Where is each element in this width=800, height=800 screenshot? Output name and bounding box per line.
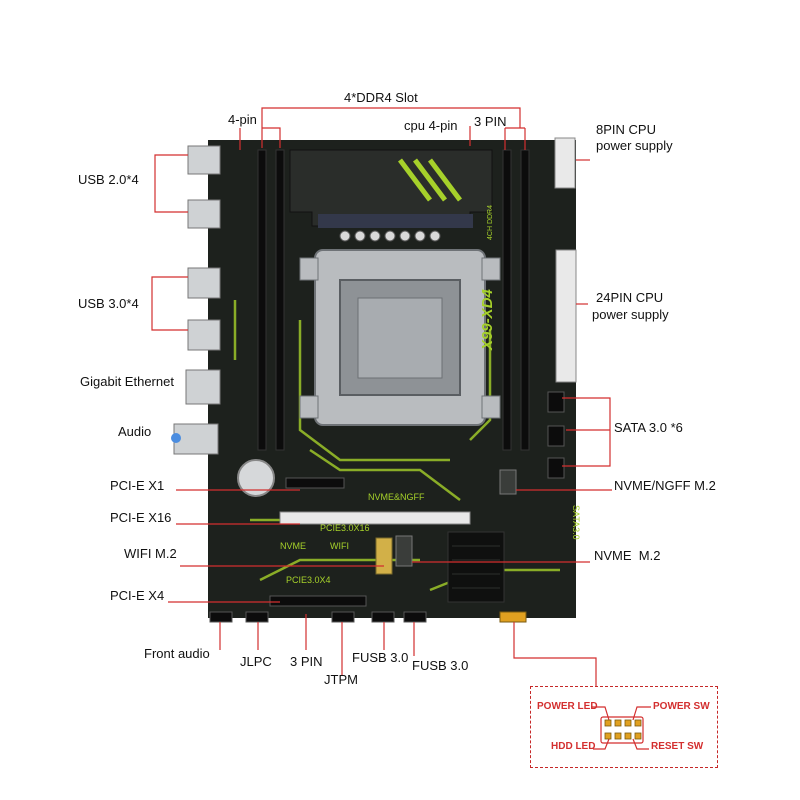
ram-slots <box>257 149 530 451</box>
label-24pin-line1: 24PIN CPU <box>596 290 664 305</box>
legend-reset-sw: RESET SW <box>651 741 704 752</box>
jtpm-header <box>331 611 355 623</box>
label-nvme-ngff: NVME/NGFF M.2 <box>614 478 716 493</box>
chipset-heatsink <box>447 531 505 603</box>
ram-slot-2 <box>275 149 285 451</box>
cpu-8pin-connector <box>554 137 576 189</box>
jlpc-header <box>245 611 269 623</box>
label-ddr4-slot: 4*DDR4 Slot <box>344 90 418 105</box>
audio-jack <box>173 423 219 455</box>
label-pcie-x1: PCI-E X1 <box>110 478 165 493</box>
silkscreen-model: X99-XD4 <box>479 288 496 351</box>
atx-24pin-connector <box>555 249 577 383</box>
front-audio-header <box>209 611 233 623</box>
label-front-audio: Front audio <box>144 646 210 661</box>
usb30-port-2 <box>187 319 221 351</box>
silkscreen-nvme: NVME <box>280 541 306 551</box>
silkscreen-pcie-x4: PCIE3.0X4 <box>286 575 331 585</box>
rear-io <box>171 145 221 455</box>
label-fusb-b: FUSB 3.0 <box>412 658 469 673</box>
leader-lines <box>151 107 612 686</box>
label-gigabit-ethernet: Gigabit Ethernet <box>80 374 174 389</box>
label-fusb-a: FUSB 3.0 <box>352 650 409 665</box>
fusb-header-b <box>403 611 427 623</box>
label-jtpm: JTPM <box>324 672 358 687</box>
label-8pin-cpu-line1: 8PIN CPU <box>596 122 656 137</box>
pcie-x1-slot <box>285 477 345 489</box>
fusb-header-a <box>371 611 395 623</box>
label-3pin-top: 3 PIN <box>474 114 507 129</box>
usb20-port-1 <box>187 145 221 175</box>
vrm-heatsink <box>289 149 493 228</box>
front-panel-pinout: POWER LED POWER SW HDD LED RESET SW <box>530 686 718 768</box>
legend-hdd-led: HDD LED <box>551 741 596 752</box>
ram-slot-3 <box>502 149 512 451</box>
label-pcie-x4: PCI-E X4 <box>110 588 165 603</box>
ethernet-port <box>185 369 221 405</box>
label-nvme-m2: NVME M.2 <box>594 548 661 563</box>
label-wifi-m2: WIFI M.2 <box>124 546 177 561</box>
legend-power-sw: POWER SW <box>653 701 710 712</box>
sata-ports <box>547 391 565 479</box>
silkscreen-pcie-x16: PCIE3.0X16 <box>320 523 370 533</box>
usb30-port-1 <box>187 267 221 299</box>
label-jlpc: JLPC <box>240 654 272 669</box>
label-usb30: USB 3.0*4 <box>78 296 139 311</box>
pcie-x16-slot <box>279 511 471 525</box>
silkscreen-sata: SATA3.0 <box>571 505 581 540</box>
label-cpu-4pin: cpu 4-pin <box>404 118 458 133</box>
cmos-battery <box>237 459 275 497</box>
ram-slot-1 <box>257 149 267 451</box>
nvme-ngff-m2-slot <box>499 469 517 495</box>
label-usb20: USB 2.0*4 <box>78 172 139 187</box>
silkscreen-nvme-ngff: NVME&NGFF <box>368 492 425 502</box>
legend-power-led: POWER LED <box>537 701 598 712</box>
label-pcie-x16: PCI-E X16 <box>110 510 172 525</box>
label-24pin-line2: power supply <box>592 307 669 322</box>
cpu-socket <box>299 249 501 426</box>
ram-slot-4 <box>520 149 530 451</box>
label-sata: SATA 3.0 *6 <box>614 420 683 435</box>
silkscreen: X99-XD4 4CH DDR4 NVME&NGFF PCIE3.0X16 NV… <box>280 205 581 585</box>
front-panel-header <box>499 611 527 623</box>
usb20-port-2 <box>187 199 221 229</box>
silkscreen-wifi: WIFI <box>330 541 349 551</box>
wifi-m2-slot <box>375 537 393 575</box>
silkscreen-ch: 4CH DDR4 <box>487 205 494 240</box>
pcie-x4-slot <box>269 595 367 607</box>
front-panel-pin-diagram <box>591 706 651 750</box>
label-audio: Audio <box>118 424 152 439</box>
nvme-m2-slot <box>395 535 413 567</box>
label-4pin: 4-pin <box>228 112 257 127</box>
label-8pin-cpu-line2: power supply <box>596 138 673 153</box>
label-3pin-bottom: 3 PIN <box>290 654 323 669</box>
vrm-capacitors <box>339 230 441 242</box>
